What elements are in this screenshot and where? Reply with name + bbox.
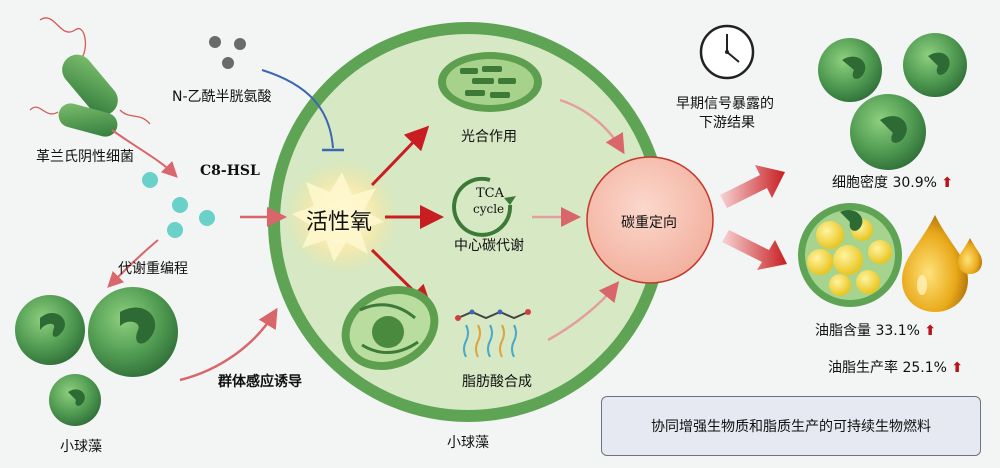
lipid-productivity-row: 油脂生产率 25.1% ⬆ (828, 357, 963, 377)
c8hsl-molecule-icon (142, 172, 215, 238)
quorum-label: 群体感应诱导 (218, 374, 302, 390)
ros-label: 活性氧 (306, 210, 373, 235)
lipid-productivity-label: 油脂生产率 25.1% (828, 360, 947, 376)
nac-label: N-乙酰半胱氨酸 (172, 89, 272, 105)
arrow-photosynthesis-to-redirect (559, 98, 625, 155)
lipid-productivity-up-icon: ⬆ (951, 360, 964, 376)
arrow-ros-to-photosynthesis (370, 125, 430, 187)
arrow-quorum-to-cell (179, 307, 278, 382)
arrow-fatty-acid-to-redirect (547, 281, 620, 342)
chlorella-left-label: 小球藻 (60, 439, 102, 455)
arrow-bacteria-to-c8hsl (111, 129, 178, 178)
chloroplast-icon (438, 52, 542, 112)
nac-molecule-icon (209, 36, 246, 69)
ros-burst-icon (292, 172, 384, 262)
organelle-icon (341, 286, 439, 370)
central-carbon-label: 中心碳代谢 (454, 238, 524, 254)
early-signal-label-1: 早期信号暴露的 (676, 96, 774, 112)
cycle-label: cycle (473, 202, 505, 216)
tca-cycle-icon (452, 176, 516, 237)
conclusion-text: 协同增强生物质和脂质生产的可持续生物燃料 (651, 419, 931, 435)
carbon-redirect-label: 碳重定向 (621, 215, 677, 231)
fatty-acid-label: 脂肪酸合成 (462, 374, 532, 390)
lipid-content-row: 油脂含量 33.1% ⬆ (815, 320, 936, 340)
tca-label: TCA (476, 186, 505, 201)
photosynthesis-label: 光合作用 (461, 129, 517, 145)
lipid-content-label: 油脂含量 33.1% (815, 323, 920, 339)
carbon-redirect-node (586, 156, 714, 284)
chlorella-center-label: 小球藻 (447, 435, 489, 451)
early-signal-label-2: 下游结果 (699, 115, 755, 131)
nac-inhibition-line (261, 69, 334, 149)
arrow-to-lipid (722, 230, 787, 270)
gram-negative-label: 革兰氏阴性细菌 (36, 149, 134, 165)
cell-density-up-icon: ⬆ (941, 175, 954, 191)
arrow-to-cell-density (720, 165, 785, 208)
conclusion-box: 协同增强生物质和脂质生产的可持续生物燃料 (601, 396, 981, 456)
c8hsl-label: C8-HSL (200, 163, 260, 179)
arrow-c8hsl-to-reprogramming (107, 239, 159, 288)
reprogramming-label: 代谢重编程 (118, 261, 188, 277)
gram-negative-bacteria-icon (29, 17, 151, 137)
fatty-acid-chains-icon (455, 309, 531, 358)
lipid-content-up-icon: ⬆ (924, 323, 937, 339)
lipid-algae-icon (798, 203, 902, 307)
oil-drop-icon (902, 215, 982, 312)
chlorella-dense-icon (818, 33, 967, 170)
chlorella-left-icon (15, 287, 178, 426)
cell-density-label: 细胞密度 30.9% (832, 175, 937, 191)
clock-icon (699, 24, 755, 80)
cell-density-row: 细胞密度 30.9% ⬆ (832, 172, 953, 192)
